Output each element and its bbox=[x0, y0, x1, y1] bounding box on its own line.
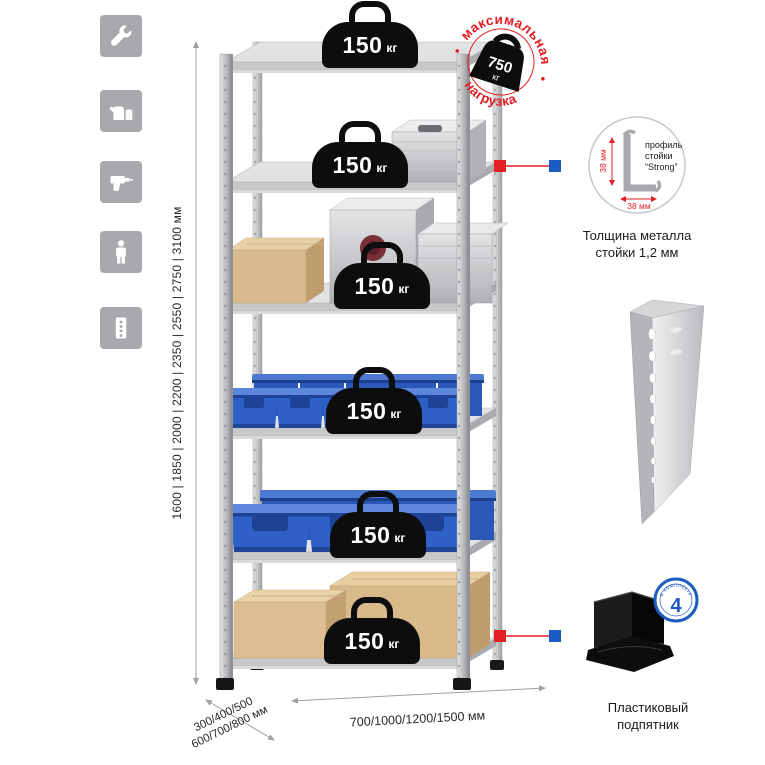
shelf-load-value: 150 bbox=[350, 521, 391, 548]
profile-dim-vertical: 38 мм bbox=[598, 149, 608, 173]
depth-dimension-line bbox=[205, 699, 275, 741]
wrench-icon bbox=[111, 25, 132, 46]
rack-post-icon-tile bbox=[100, 307, 142, 349]
person-icon-tile bbox=[100, 231, 142, 273]
post-foot bbox=[216, 678, 234, 690]
blue-marker bbox=[549, 630, 561, 642]
rack-post-icon bbox=[115, 317, 127, 339]
weight-handle-icon bbox=[353, 367, 395, 391]
profile-caption-line1: Толщина металла bbox=[582, 228, 692, 243]
post-profile-callout: 38 мм 38 мм профиль стойки “Strong” bbox=[588, 116, 686, 214]
post-foot bbox=[453, 678, 471, 690]
dimension-lines bbox=[193, 41, 546, 741]
shelf-load-value: 150 bbox=[346, 397, 387, 424]
weight-handle-icon bbox=[339, 121, 381, 145]
foot-caption-line2: подпятник bbox=[617, 716, 679, 732]
wrench-icon-tile bbox=[100, 15, 142, 57]
drill-icon-tile bbox=[100, 161, 142, 203]
gloves-icon bbox=[109, 106, 133, 120]
profile-label-2: стойки bbox=[645, 151, 673, 161]
aluminum-case bbox=[417, 222, 509, 304]
stamp-unit: кг bbox=[491, 71, 502, 83]
stamp-value: 750 bbox=[485, 53, 514, 77]
shelf-load-value: 150 bbox=[354, 272, 395, 299]
shelf-load-unit: кг bbox=[388, 637, 400, 651]
post-profile-cross-section bbox=[623, 134, 656, 192]
shelf-load-unit: кг bbox=[390, 407, 402, 421]
weight-handle-icon bbox=[361, 242, 403, 266]
profile-caption-line2: стойки 1,2 мм bbox=[595, 244, 679, 260]
shelf-load-unit: кг bbox=[386, 41, 398, 55]
height-dimension-label: 1600 | 1850 | 2000 | 2200 | 2350 | 2550 … bbox=[170, 206, 184, 520]
cardboard-box bbox=[227, 237, 325, 304]
shelf-load-value: 150 bbox=[344, 627, 385, 654]
weight-handle-icon bbox=[351, 597, 393, 621]
shelf-load-unit: кг bbox=[398, 282, 410, 296]
shelf-load-unit: кг bbox=[394, 531, 406, 545]
weight-handle-icon bbox=[349, 1, 391, 25]
weight-handle-icon bbox=[357, 491, 399, 515]
blue-marker bbox=[549, 160, 561, 172]
gloves-icon-tile bbox=[100, 90, 142, 132]
profile-dim-horizontal: 38 мм bbox=[627, 201, 651, 211]
case-handle-icon bbox=[418, 125, 442, 132]
foot-caption: Пластиковый подпятник bbox=[563, 700, 733, 734]
red-marker bbox=[494, 160, 506, 172]
profile-label-3: “Strong” bbox=[645, 162, 678, 172]
max-load-weight-icon: 750 кг bbox=[469, 33, 524, 92]
person-icon bbox=[116, 240, 126, 264]
profile-label-1: профиль bbox=[645, 140, 683, 150]
angle-post-image bbox=[629, 299, 705, 525]
foot-caption-line1: Пластиковый bbox=[607, 700, 689, 715]
shelf-load-value: 150 bbox=[342, 31, 383, 58]
shelf-load-value: 150 bbox=[332, 151, 373, 178]
kit-count-value: 4 bbox=[670, 595, 682, 617]
shelf-load-unit: кг bbox=[376, 161, 388, 175]
width-dimension-line bbox=[291, 685, 546, 704]
kit-count-badge: 4 в комплекте bbox=[653, 577, 699, 623]
profile-caption: Толщина металла стойки 1,2 мм bbox=[552, 228, 722, 262]
red-marker bbox=[494, 630, 506, 642]
drill-icon bbox=[110, 176, 133, 191]
callout-markers bbox=[494, 160, 561, 642]
